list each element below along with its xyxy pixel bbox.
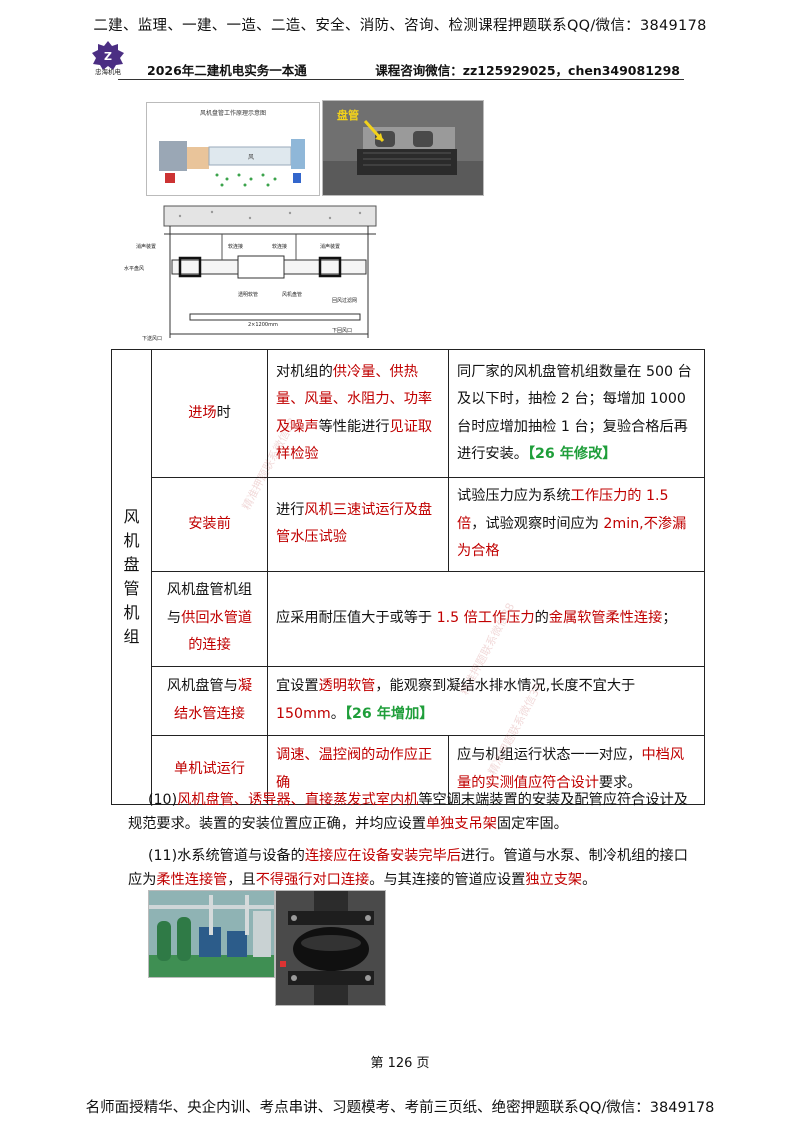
brand-logo: Z [90, 40, 126, 70]
pump-room-photo [148, 890, 275, 978]
paragraph-10: (10)风机盘管、诱导器、直接蒸发式室内机等空调末端装置的安装及配管应符合设计及… [128, 792, 688, 832]
stage-before-install: 安装前 [151, 477, 268, 572]
stage-condensate: 风机盘管与凝结水管连接 [151, 665, 268, 736]
paragraph-11: (11)水系统管道与设备的连接应在设备安装完毕后进行。管道与水泵、制冷机组的接口… [128, 848, 688, 888]
schematic-title: 风机盘管工作原理示意图 [200, 109, 266, 117]
stage-water-pipe: 风机盘管机组与供回水管道的连接 [151, 570, 268, 667]
table-row: 风机盘管机组与供回水管道的连接 应采用耐压值大于或等于 1.5 倍工作压力的金属… [112, 570, 705, 667]
label-dimension: 2×1200mm [248, 322, 278, 328]
table-row: 安装前 进行风机三速试运行及盘管水压试验 试验压力应为系统工作压力的 1.5 倍… [112, 477, 705, 572]
label-horizontal: 水平盘风 [124, 265, 144, 272]
table-row: 风 机 盘 管 机 组 进场时 对机组的供冷量、供热量、风量、水阻力、功率及噪声… [111, 349, 705, 805]
installation-drawing: 消声装置 软连接 软连接 消声装置 水平盘风 透明软管 风机盘管 回风过滤网 下… [120, 204, 378, 344]
label-soft-joint-1: 软连接 [228, 243, 243, 250]
photo-coil-label: 盘管 [337, 108, 359, 122]
requirement-condensate: 宜设置透明软管，能观察到凝结水排水情况,长度不宜大于 150mm。【26 年增加… [267, 665, 705, 736]
logo-text: 忠海机电 [95, 68, 121, 76]
group-label-cell: 风 机 盘 管 机 组 [111, 349, 152, 805]
requirement-entry: 对机组的供冷量、供热量、风量、水阻力、功率及噪声等性能进行见证取样检验 [267, 349, 449, 478]
label-soft-joint-2: 软连接 [272, 243, 287, 250]
bottom-banner: 名师面授精华、央企内训、考点串讲、习题模考、考前三页纸、绝密押题联系QQ/微信：… [85, 1100, 715, 1116]
label-return-outlet: 下回风口 [332, 328, 352, 334]
fan-coil-photo: 盘管 [322, 100, 484, 196]
requirement-single-test: 调速、温控阀的动作应正确 [267, 734, 449, 805]
label-muffler-right: 消声装置 [320, 243, 340, 250]
header-divider [118, 79, 684, 80]
table-row: 风机盘管与凝结水管连接 宜设置透明软管，能观察到凝结水排水情况,长度不宜大于 1… [112, 665, 705, 736]
requirement-water-pipe: 应采用耐压值大于或等于 1.5 倍工作压力的金属软管柔性连接； [267, 570, 705, 667]
schematic-fan-label: 风 [248, 154, 254, 161]
label-transparent-hose: 透明软管 [238, 291, 258, 298]
top-banner: 二建、监理、一建、一造、二造、安全、消防、咨询、检测课程押题联系QQ/微信：38… [93, 18, 707, 34]
stage-single-test: 单机试运行 [151, 734, 268, 805]
fan-coil-schematic-image: 风机盘管工作原理示意图 风 [146, 102, 320, 196]
flexible-joint-photo [275, 890, 386, 1006]
note-single-test: 应与机组运行状态一一对应，中档风量的实测值应符合设计要求。 [448, 734, 705, 805]
label-return-filter: 回风过滤网 [332, 297, 357, 304]
label-supply-outlet: 下送风口 [142, 335, 162, 342]
svg-text:Z: Z [104, 50, 112, 63]
label-muffler-left: 消声装置 [136, 243, 156, 250]
page-number: 第 126 页 [370, 1056, 430, 1071]
requirement-before-install: 进行风机三速试运行及盘管水压试验 [267, 477, 449, 572]
label-fan-coil: 风机盘管 [282, 291, 302, 298]
fan-coil-requirements-table: 风 机 盘 管 机 组 进场时 对机组的供冷量、供热量、风量、水阻力、功率及噪声… [111, 349, 705, 805]
table-row: 单机试运行 调速、温控阀的动作应正确 应与机组运行状态一一对应，中档风量的实测值… [112, 734, 705, 805]
note-before-install: 试验压力应为系统工作压力的 1.5 倍，试验观察时间应为 2min,不渗漏为合格 [448, 477, 705, 572]
contact-info: 课程咨询微信：zz125929025，chen349081298 [375, 63, 680, 78]
stage-entry: 进场时 [151, 349, 268, 478]
doc-title: 2026年二建机电实务一本通 [147, 63, 307, 78]
note-entry: 同厂家的风机盘管机组数量在 500 台及以下时，抽检 2 台；每增加 1000 … [448, 349, 705, 478]
